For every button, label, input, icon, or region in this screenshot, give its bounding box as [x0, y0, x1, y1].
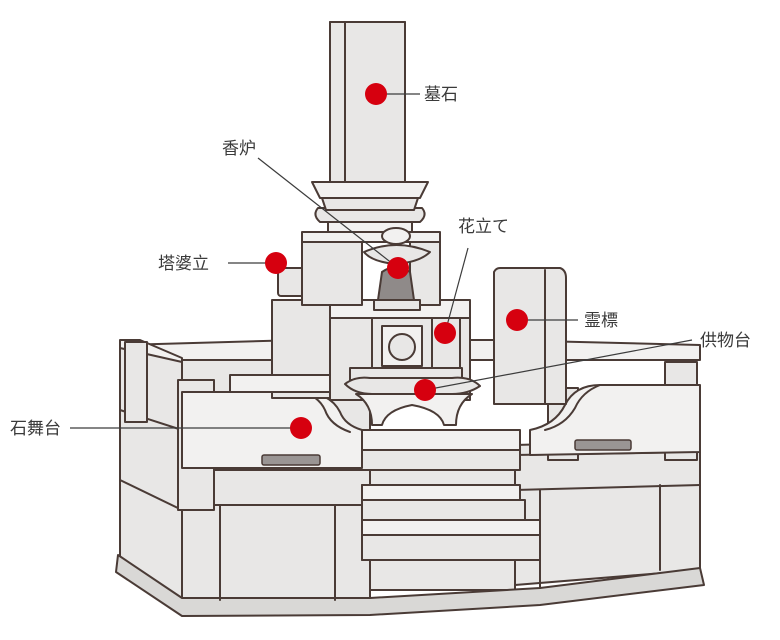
hanatate-marker [434, 322, 456, 344]
reihyo-marker [506, 309, 528, 331]
boseki-stone [329, 21, 406, 183]
ishibutai-left [181, 391, 363, 469]
tobatate-marker [265, 252, 287, 274]
label-kumotsudai: 供物台 [700, 331, 751, 351]
steps [359, 429, 541, 561]
leader-lines [70, 93, 693, 429]
label-koro: 香炉 [222, 139, 256, 159]
boseki-marker [365, 83, 387, 105]
label-ishibutai: 石舞台 [10, 419, 61, 439]
label-boseki: 墓石 [424, 85, 458, 105]
labels: 墓石 香炉 花立て 塔婆立 霊標 供物台 石舞台 [10, 85, 751, 439]
ishibutai-right [529, 384, 701, 456]
ishibutai-marker [290, 417, 312, 439]
kumotsudai-marker [414, 379, 436, 401]
upper-pedestal [311, 181, 429, 233]
mid-base [301, 231, 441, 306]
label-tobatate: 塔婆立 [158, 254, 209, 274]
reihyo [493, 267, 567, 405]
markers [265, 83, 528, 439]
koro [363, 227, 431, 311]
label-hanatate: 花立て [458, 217, 509, 237]
koro-marker [387, 257, 409, 279]
label-reihyo: 霊標 [584, 311, 618, 331]
hanatate [344, 317, 481, 426]
